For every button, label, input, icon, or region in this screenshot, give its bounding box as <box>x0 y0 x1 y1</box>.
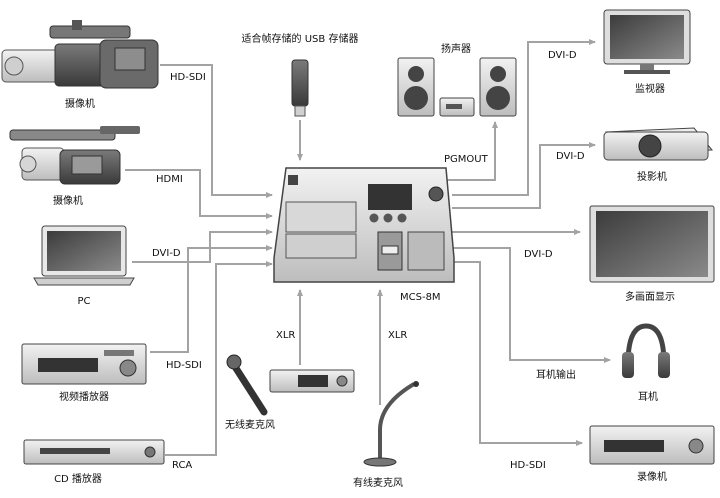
arrow-speakers <box>440 121 498 181</box>
arrow-monitor <box>452 39 596 196</box>
wired-mic-label: 有线麦克风 <box>353 478 403 489</box>
cd-connection-label: RCA <box>172 460 193 471</box>
cd-player-label: CD 播放器 <box>54 474 102 485</box>
headphones-label: 耳机 <box>638 392 658 403</box>
multiview-connection-label: DVI-D <box>524 249 553 260</box>
speakers-icon <box>397 57 517 117</box>
xlr-wireless-label: XLR <box>276 330 296 341</box>
video-player-label: 视频播放器 <box>59 392 109 403</box>
pc-connection-label: DVI-D <box>152 248 181 259</box>
mixer-icon <box>273 167 455 283</box>
cam2-connection-label: HDMI <box>156 174 183 185</box>
arrow-video-player <box>150 245 273 353</box>
wired-mic-icon <box>363 381 419 467</box>
pc-label: PC <box>77 296 91 307</box>
wireless-mic-icon <box>226 354 355 416</box>
monitor-connection-label: DVI-D <box>548 50 577 61</box>
usb-stick-icon <box>291 59 309 117</box>
monitor-label: 监视器 <box>635 84 665 95</box>
headphones-icon <box>622 323 670 378</box>
speakers-label: 扬声器 <box>441 44 471 55</box>
usb-label: 适合帧存储的 USB 存储器 <box>241 34 359 45</box>
headphone-connection-label: 耳机输出 <box>536 370 576 381</box>
arrow-camcorder1 <box>160 64 273 198</box>
recorder-label: 录像机 <box>637 472 667 483</box>
cam1-connection-label: HD-SDI <box>170 72 206 83</box>
xlr-wired-label: XLR <box>388 330 408 341</box>
monitor-icon <box>603 9 691 74</box>
camcorder-2-icon <box>9 126 140 185</box>
projector-label: 投影机 <box>637 172 667 183</box>
arrow-cd-player <box>165 261 273 456</box>
laptop-icon <box>33 225 135 286</box>
arrow-headphones <box>452 247 611 363</box>
projector-icon <box>603 127 714 161</box>
multiview-display-icon <box>589 205 715 283</box>
multiview-label: 多画面显示 <box>625 292 675 303</box>
camcorder-1-label: 摄像机 <box>65 99 95 110</box>
camcorder-2-label: 摄像机 <box>53 196 83 207</box>
arrow-camcorder2 <box>125 169 273 219</box>
pgmout-label: PGMOUT <box>444 154 488 165</box>
mixer-label: MCS-8M <box>400 292 441 303</box>
arrow-projector <box>452 142 596 209</box>
player-connection-label: HD-SDI <box>166 360 202 371</box>
camcorder-1-icon <box>1 20 159 89</box>
connection-lines <box>125 39 611 456</box>
recorder-icon <box>589 425 715 465</box>
projector-connection-label: DVI-D <box>556 151 585 162</box>
recorder-connection-label: HD-SDI <box>510 460 546 471</box>
arrow-recorder <box>452 261 583 446</box>
wireless-mic-label: 无线麦克风 <box>225 420 275 431</box>
video-player-icon <box>21 343 147 385</box>
cd-player-icon <box>23 439 165 465</box>
